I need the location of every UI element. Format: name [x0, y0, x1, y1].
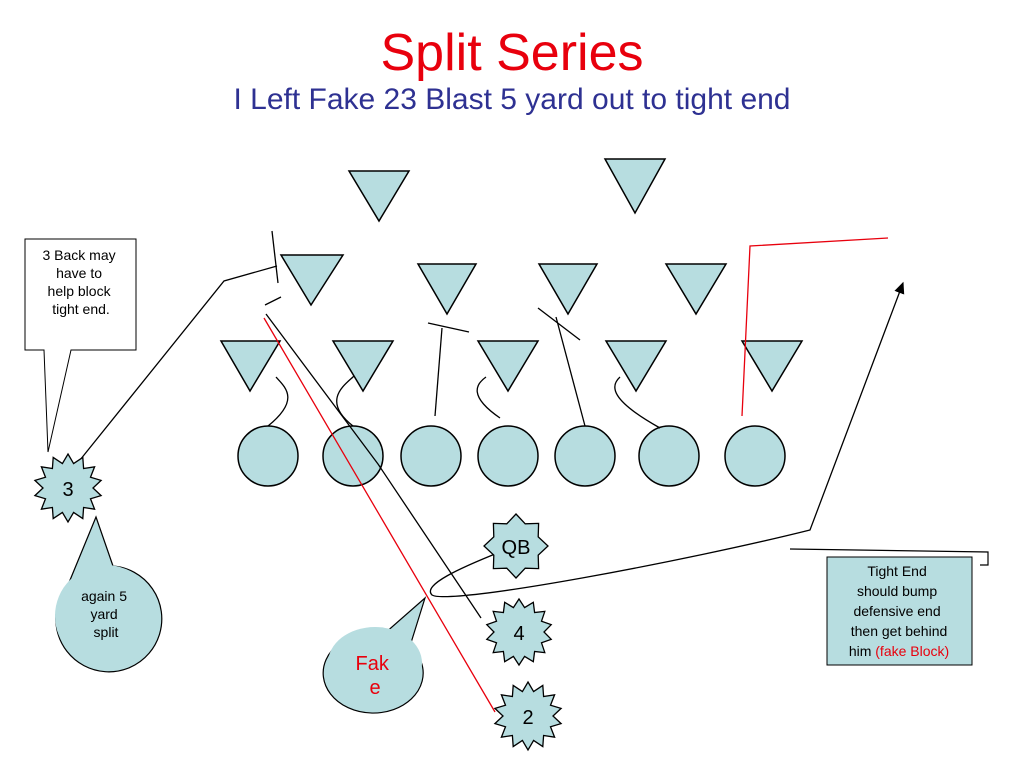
defender-triangle	[603, 158, 667, 215]
callout-text-line: defensive end	[853, 603, 940, 619]
tight-end-bump-line	[789, 548, 989, 566]
defense-linebackers	[279, 254, 728, 316]
back-4-label: 4	[513, 623, 524, 645]
defender-triangle	[604, 340, 668, 393]
block-line	[267, 376, 289, 427]
defender-triangle	[347, 170, 411, 223]
callout-text-line: him	[849, 643, 875, 659]
callout-text-line: yard	[90, 606, 117, 622]
tight-end-circle	[724, 425, 786, 487]
block-line	[476, 376, 501, 419]
lineman-circle	[237, 425, 299, 487]
block-line	[614, 376, 661, 429]
defender-triangle	[664, 263, 728, 316]
lineman-circle	[400, 425, 462, 487]
back-3-label: 3	[62, 479, 73, 501]
fake-text-line: e	[369, 677, 380, 699]
fake-text-line: Fak	[356, 653, 390, 675]
defender-triangle	[416, 263, 478, 316]
lineman-circle	[554, 425, 616, 487]
tight-end-callout: Tight End should bump defensive end then…	[826, 556, 973, 666]
block-mark	[427, 322, 470, 333]
blocking-lines	[264, 296, 661, 429]
callout-text-line: help block	[48, 283, 112, 299]
quarterback-label: QB	[502, 537, 531, 559]
defender-triangle	[279, 254, 345, 307]
lineman-circle	[477, 425, 539, 487]
block-line	[434, 327, 443, 417]
callout-text-line: 3 Back may	[42, 247, 115, 263]
defender-triangle	[476, 340, 540, 393]
callout-text-line: have to	[56, 265, 102, 281]
svg-text:3 Back may have to: 3 Back may have to help block tight end.	[42, 247, 119, 317]
back-2-label: 2	[522, 707, 533, 729]
callout-text-line: again 5	[81, 588, 127, 604]
callout-text-line: tight end.	[52, 301, 110, 317]
defender-triangle	[219, 340, 282, 393]
callout-text-line: split	[94, 624, 119, 640]
tight-end-route	[741, 237, 889, 417]
defender-triangle	[537, 263, 599, 316]
block-line	[336, 375, 355, 427]
defense-line	[219, 340, 804, 393]
defense-safeties	[347, 158, 667, 223]
fake-route	[263, 317, 496, 713]
slide-subtitle: I Left Fake 23 Blast 5 yard out to tight…	[233, 83, 791, 116]
svg-text:Tight End should bump: Tight End should bump defensive end then…	[851, 563, 948, 639]
back-3-burst: 3	[33, 452, 103, 524]
lineman-circle	[638, 425, 700, 487]
svg-text:again 5 yard split: again 5 yard split	[81, 588, 131, 640]
defender-triangle	[331, 340, 395, 393]
slide-title: Split Series	[380, 24, 644, 82]
defender-triangle	[740, 340, 804, 393]
offensive-line	[237, 425, 786, 487]
block-mark	[537, 307, 581, 341]
block-mark	[271, 230, 279, 284]
quarterback-burst: QB	[483, 513, 549, 579]
callout-text-line: Tight End	[867, 563, 926, 579]
callout-text-line: then get behind	[851, 623, 948, 639]
svg-text:him (fake Block): him (fake Block)	[849, 643, 949, 659]
qb-route	[265, 313, 482, 619]
block-line	[555, 316, 586, 427]
fake-callout: Fak e	[322, 596, 427, 714]
callout-text-line: should bump	[857, 583, 937, 599]
pass-route	[429, 281, 905, 598]
split-callout: again 5 yard split	[55, 515, 163, 673]
back-3-route	[79, 230, 279, 461]
back-4-burst: 4	[485, 597, 553, 667]
block-mark	[264, 296, 282, 306]
fake-block-highlight: (fake Block)	[875, 643, 949, 659]
back-2-burst: 2	[493, 680, 563, 752]
svg-text:Fak e: Fak e	[356, 653, 395, 699]
back-3-callout: 3 Back may have to help block tight end.	[24, 238, 137, 453]
